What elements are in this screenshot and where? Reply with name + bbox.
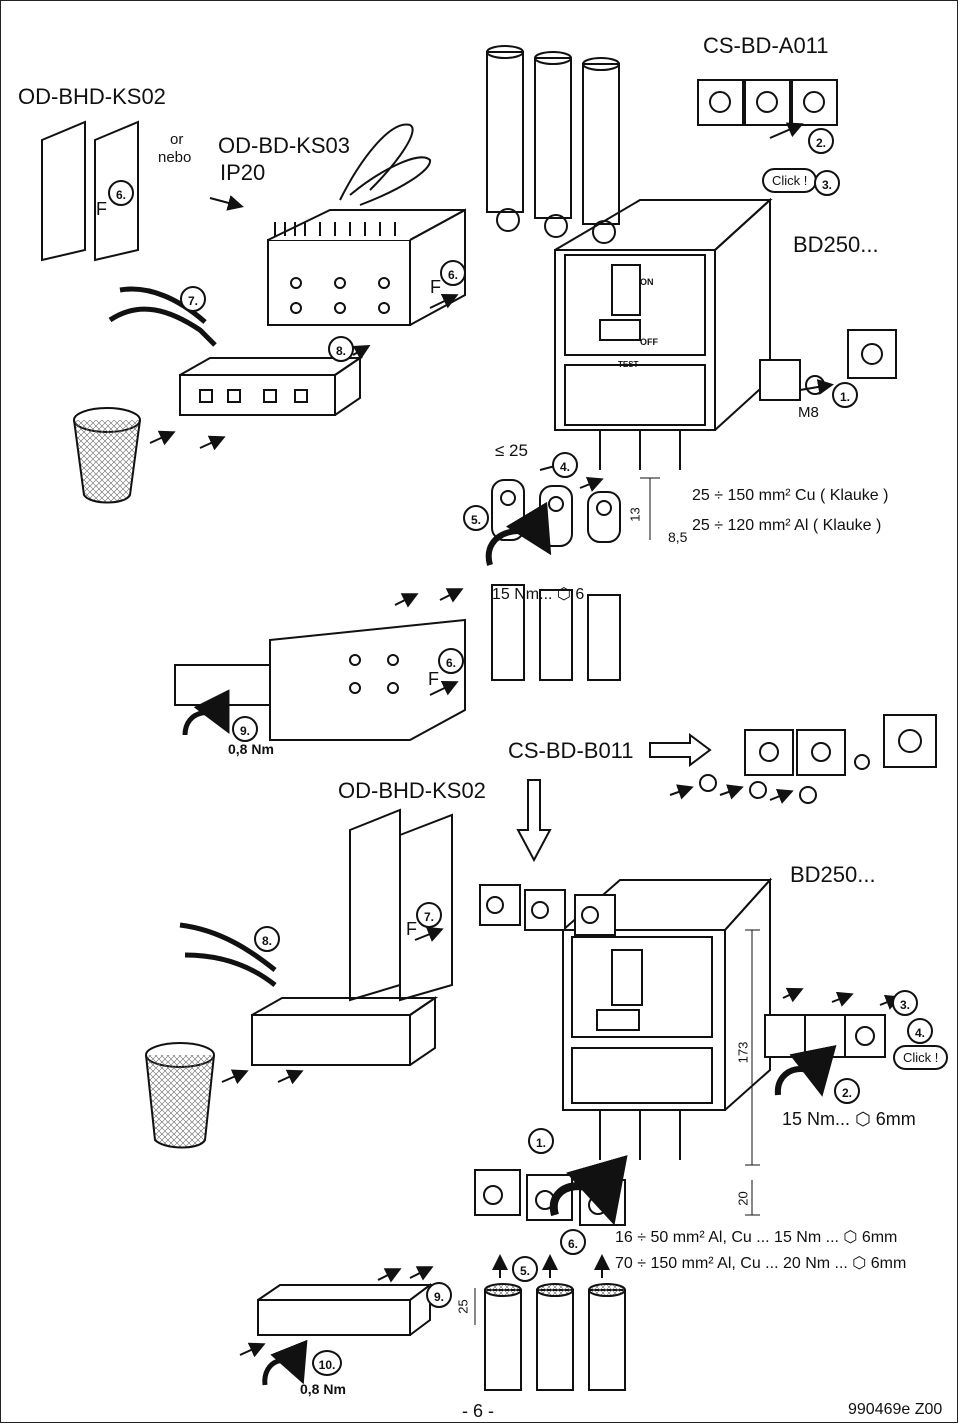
step-8-top: 8. — [328, 336, 354, 362]
page-number: - 6 - — [462, 1401, 495, 1421]
ip20-cover — [267, 208, 466, 326]
nut-label: M8 — [798, 404, 819, 421]
kit-title-top: OD-BHD-KS02 — [18, 84, 166, 109]
terminal-cover-mid — [174, 618, 466, 741]
step-7-top: 7. — [180, 286, 206, 312]
accessory-title-top: CS-BD-A011 — [703, 33, 829, 58]
step-8-bottom: 8. — [254, 926, 280, 952]
step-3-bottom: 3. — [892, 990, 918, 1016]
step-6-bottom: 6. — [560, 1229, 586, 1255]
spec-large-cables: 70 ÷ 150 mm² Al, Cu ... 20 Nm ... ⬡ 6mm — [615, 1255, 907, 1272]
doc-code: 990469e Z00 — [848, 1401, 943, 1418]
dim-13-label: 13 — [627, 507, 643, 522]
step-6b-top: 6. — [440, 260, 466, 286]
step-1-top: 1. — [832, 382, 858, 408]
step-2-bottom: 2. — [834, 1078, 860, 1104]
step-4-bottom: 4. — [907, 1018, 933, 1044]
step-6a-top: 6. — [108, 180, 134, 206]
breaker-on-label: ON — [640, 277, 654, 287]
spec-small-cables: 16 ÷ 50 mm² Al, Cu ... 15 Nm ... ⬡ 6mm — [615, 1229, 898, 1246]
step-7-bottom: 7. — [416, 902, 442, 928]
breaker-top — [554, 197, 773, 470]
dimension-lines — [474, 477, 760, 1325]
breaker-off-label: OFF — [640, 337, 658, 347]
click-badge-top: Click ! — [762, 168, 818, 193]
step-3-top: 3. — [814, 170, 840, 196]
terminal-cover-top — [179, 356, 364, 416]
waste-bin-bottom — [145, 1042, 215, 1149]
step-4-top: 4. — [552, 452, 578, 478]
step-9-bottom: 9. — [426, 1282, 452, 1308]
torque-main-top: 15 Nm... ⬡ 6 — [492, 586, 585, 603]
step-5-top: 5. — [463, 505, 489, 531]
pliers-top — [108, 123, 431, 347]
dim-173-label: 173 — [735, 1041, 751, 1064]
ip-kit-title: OD-BD-KS03 — [218, 133, 351, 158]
rotation-arrow-side-terminal — [774, 1044, 837, 1097]
kit-title-bottom: OD-BHD-KS02 — [338, 778, 486, 803]
or-text: or — [170, 131, 184, 148]
step-1-bottom: 1. — [528, 1128, 554, 1154]
terminal-blocks-b011 — [699, 714, 937, 804]
min-length-label: ≤ 25 — [495, 441, 528, 460]
torque-cover-top: 0,8 Nm — [228, 741, 274, 757]
rotation-arrow-box-terminal — [549, 1155, 628, 1226]
terminal-blocks-a011 — [697, 79, 838, 126]
terminal-cover-lower — [257, 1283, 433, 1336]
cables-bottom — [484, 1283, 626, 1391]
torque-cover-bottom: 0,8 Nm — [300, 1381, 346, 1397]
step-6c-top: 6. — [438, 648, 464, 674]
terminal-blocks-side-bottom — [764, 1014, 886, 1058]
f-label-3: F — [428, 669, 439, 689]
f-label-1: F — [96, 199, 107, 219]
terminal-cover-bottom — [251, 996, 439, 1066]
f-label-2: F — [430, 277, 441, 297]
waste-bin-top — [73, 407, 141, 504]
rotation-arrow-lug — [485, 501, 552, 566]
cable-spec-cu: 25 ÷ 150 mm² Cu ( Klauke ) — [692, 487, 889, 504]
torque-main-bottom: 15 Nm... ⬡ 6mm — [782, 1109, 916, 1129]
cable-spec-al: 25 ÷ 120 mm² Al ( Klauke ) — [692, 517, 882, 534]
breaker-bottom — [562, 877, 773, 1160]
cable-lugs — [491, 479, 621, 681]
dim-20-label: 20 — [735, 1191, 751, 1206]
step-10-bottom: 10. — [312, 1350, 342, 1376]
accessory-title-bottom: CS-BD-B011 — [508, 738, 634, 763]
click-badge-bottom: Click ! — [893, 1045, 949, 1070]
hollow-arrow-right — [649, 733, 712, 767]
rotation-arrow-cover-bottom — [262, 1339, 308, 1386]
dim-25-label: 25 — [455, 1299, 471, 1314]
pliers-bottom — [179, 922, 277, 987]
breaker-model-bottom: BD250... — [790, 862, 876, 887]
step-5-bottom: 5. — [512, 1256, 538, 1282]
breaker-model-top: BD250... — [793, 232, 879, 257]
rotation-arrow-cover-top — [182, 689, 230, 736]
hollow-arrow-down — [516, 779, 552, 863]
f-label-4: F — [406, 919, 417, 939]
cables-top — [486, 45, 620, 244]
step-2-top: 2. — [808, 128, 834, 154]
hole-diameter-label: 8,5 — [668, 529, 688, 545]
step-9-top: 9. — [232, 716, 258, 742]
nebo-text: nebo — [158, 149, 192, 166]
breaker-bottom-top-terminals — [479, 884, 616, 936]
terminal-block-side — [759, 329, 897, 401]
breaker-test-label: TEST — [618, 360, 639, 369]
ip-class: IP20 — [220, 160, 266, 185]
